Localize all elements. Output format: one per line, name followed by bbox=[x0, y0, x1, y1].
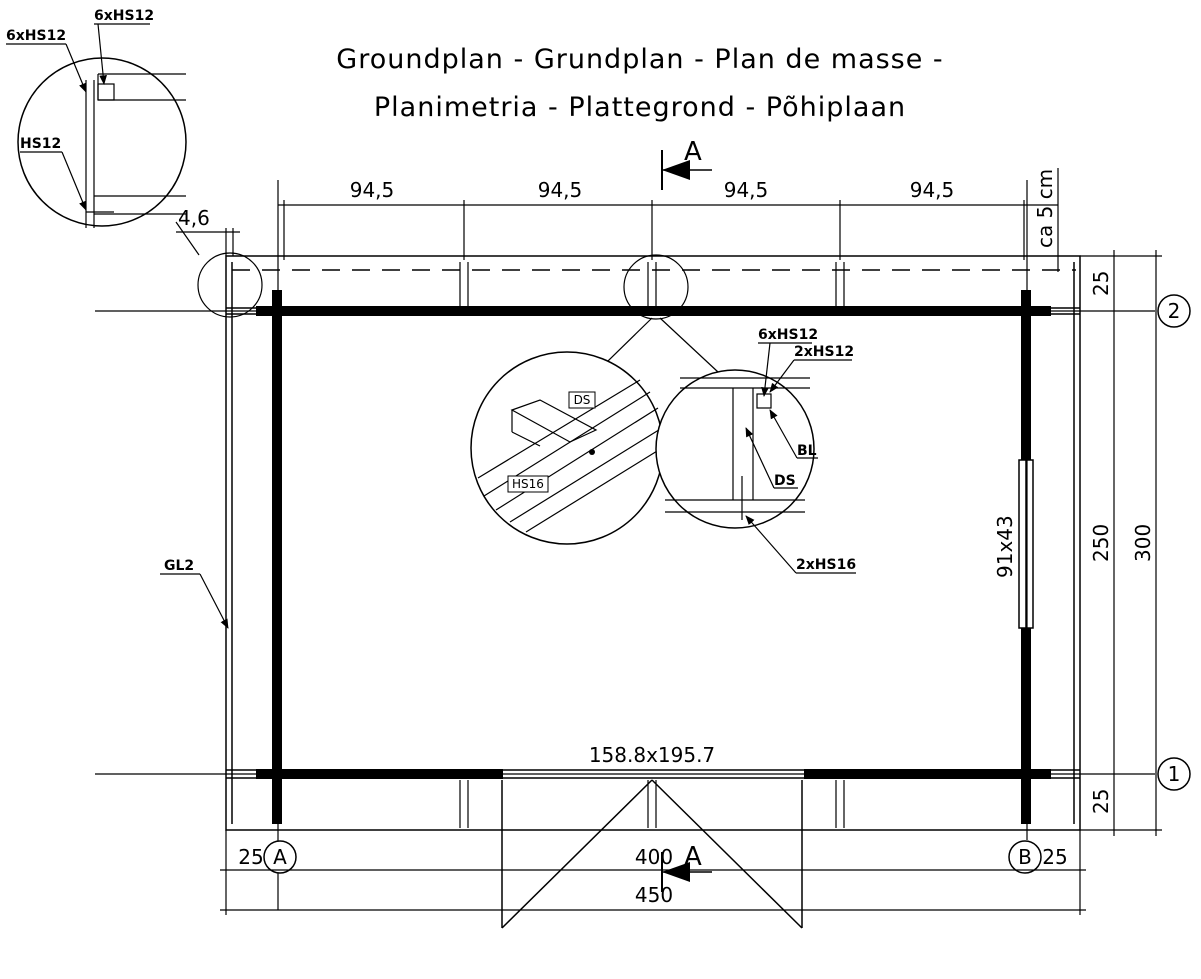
label-hs16-box bbox=[507, 475, 549, 493]
right-dimension-chain bbox=[1080, 250, 1162, 836]
label-6xhs12-left: 6xHS12 bbox=[6, 28, 66, 44]
dim-wall-length: 400 bbox=[635, 845, 673, 869]
label-hs16: HS16 bbox=[512, 477, 544, 491]
label-ds-detail: DS bbox=[774, 473, 796, 489]
axis-label-2: 2 bbox=[1168, 299, 1181, 323]
door-swing bbox=[501, 779, 803, 929]
label-2xhs16: 2xHS16 bbox=[796, 557, 856, 573]
label-bl: BL bbox=[797, 443, 817, 459]
section-label-bottom: A bbox=[684, 842, 702, 872]
axis-bubble-b bbox=[1008, 840, 1042, 874]
dim-top-3: 94,5 bbox=[724, 178, 769, 202]
title-line-2: Planimetria - Plattegrond - Põhiplaan bbox=[374, 92, 906, 123]
detail-marker-corner bbox=[197, 252, 263, 318]
section-leaders bbox=[745, 342, 856, 574]
section-marker-top bbox=[661, 150, 712, 190]
dim-roof-overhang: ca 5 cm bbox=[1033, 169, 1057, 248]
label-6xhs12-top: 6xHS12 bbox=[94, 8, 154, 24]
top-dimension-chain bbox=[278, 200, 1030, 260]
section-marker-bottom bbox=[661, 852, 712, 892]
axis-label-1: 1 bbox=[1168, 762, 1181, 786]
label-2xhs12: 2xHS12 bbox=[794, 344, 854, 360]
axis-bubble-1 bbox=[1157, 757, 1191, 791]
label-ds-iso-box bbox=[568, 391, 596, 409]
bottom-dimension-chain bbox=[220, 830, 1086, 915]
title-line-1: Groundplan - Grundplan - Plan de masse - bbox=[336, 44, 943, 75]
dim-right-top: 25 bbox=[1089, 271, 1113, 296]
floor-beams bbox=[459, 262, 845, 828]
door-dimension: 158.8x195.7 bbox=[589, 743, 715, 767]
dim-top-2: 94,5 bbox=[538, 178, 583, 202]
dim-top-1: 94,5 bbox=[350, 178, 395, 202]
detail-isometric-view bbox=[470, 351, 664, 545]
dim-total-length: 450 bbox=[635, 883, 673, 907]
window bbox=[1018, 459, 1034, 629]
axis-label-a: A bbox=[273, 845, 287, 869]
dim-window: 91x43 bbox=[993, 515, 1017, 578]
gl2-leader bbox=[160, 573, 229, 629]
dim-top-4: 94,5 bbox=[910, 178, 955, 202]
section-label-top: A bbox=[684, 137, 702, 167]
dim-right-total: 300 bbox=[1131, 524, 1155, 562]
axis-bubble-2 bbox=[1157, 294, 1191, 328]
dim-bottom-right: 25 bbox=[1042, 845, 1067, 869]
label-6xhs12-detail: 6xHS12 bbox=[758, 327, 818, 343]
axis-label-b: B bbox=[1018, 845, 1032, 869]
dim-overhang-gap: 4,6 bbox=[178, 206, 210, 230]
label-gl2: GL2 bbox=[164, 558, 194, 574]
dim-right-wall: 250 bbox=[1089, 524, 1113, 562]
detail-marker-center bbox=[623, 254, 689, 320]
label-hs12: HS12 bbox=[20, 136, 61, 152]
dim-bottom-left: 25 bbox=[238, 845, 263, 869]
axis-bubble-a bbox=[263, 840, 297, 910]
label-ds-iso: DS bbox=[574, 393, 591, 407]
roof-overhang-dimension bbox=[1030, 168, 1059, 272]
dim-right-bottom: 25 bbox=[1089, 789, 1113, 814]
corner-leaders bbox=[6, 23, 150, 211]
detail-section-view bbox=[655, 369, 815, 529]
axis-lines bbox=[95, 180, 1155, 845]
overhang-gap-dimension bbox=[176, 228, 240, 256]
